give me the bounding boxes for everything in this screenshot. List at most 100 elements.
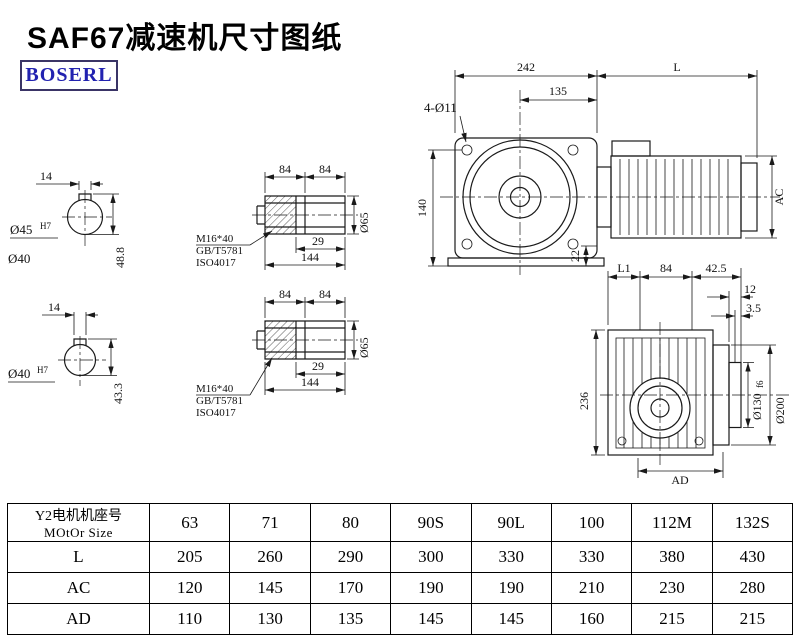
dim-29: 29: [312, 359, 324, 373]
output-shaft-top: 84 84 29 144 Ø65 M16*40 GB/T5781 ISO4017: [196, 162, 371, 270]
base-plate: [447, 257, 605, 267]
table-cell: 380: [631, 541, 713, 573]
table-cell: 132S: [711, 503, 794, 542]
dim-22: 22: [568, 250, 582, 262]
dim-key-width: 14: [40, 169, 52, 183]
centerlines: [58, 336, 106, 386]
bolt-standard: GB/T5781: [196, 395, 243, 407]
leader-line: [249, 230, 273, 246]
centerlines: [600, 322, 790, 465]
bore-label: Ø40: [8, 366, 30, 381]
dim-144: 144: [301, 250, 319, 264]
bore-tolerance: H7: [40, 221, 51, 231]
bolt-spec: M16*40: [196, 383, 234, 395]
page-title: SAF67减速机尺寸图纸: [27, 22, 343, 55]
motor-size-label-en: MOtOr Size: [44, 524, 113, 540]
brand-logo: BOSERL: [20, 60, 118, 91]
table-cell: 63: [148, 503, 231, 542]
leader-line: [249, 357, 273, 396]
extension-lines: [8, 312, 117, 383]
dim-84-left: 84: [279, 287, 291, 301]
table-cell: 280: [711, 572, 794, 604]
row-label: L: [7, 541, 150, 573]
table-cell: 170: [309, 572, 392, 604]
bolt-iso: ISO4017: [196, 407, 236, 419]
dim-84: 84: [660, 261, 672, 275]
table-row-AC: AC 120 145 170 190 190 210 230 280: [7, 572, 794, 604]
dim-diameter-65: Ø65: [357, 337, 371, 358]
extension-lines: [428, 70, 777, 267]
dim-236: 236: [577, 392, 591, 410]
dim-84-right: 84: [319, 162, 331, 176]
table-cell: 190: [470, 572, 552, 604]
output-shaft-bottom: 84 84 29 144 Ø65 M16*40 GB/T5781 ISO4017: [196, 287, 371, 419]
table-cell: 260: [229, 541, 311, 573]
dim-key-depth: 48.8: [113, 247, 127, 268]
shaft-section-bottom: 14 Ø40 H7 43.3: [8, 300, 125, 404]
centerlines: [440, 90, 780, 275]
dim-3-5: 3.5: [746, 301, 761, 315]
label-4-holes: 4-Ø11: [424, 100, 457, 115]
table-row-L: L 205 260 290 300 330 330 380 430: [7, 541, 794, 573]
side-view: L1 84 42.5 12 3.5 236 Ø130 f6 Ø200 AD: [577, 261, 790, 487]
table-cell: 100: [550, 503, 633, 542]
dim-AC: AC: [772, 189, 786, 206]
shaft-label: Ø40: [8, 251, 30, 266]
housing-side-inner: [615, 337, 706, 449]
table-cell: 330: [470, 541, 552, 573]
motor-size-header-cell: Y2电机机座号 MOtOr Size: [7, 503, 150, 542]
table-cell: 330: [550, 541, 633, 573]
table-cell: 300: [390, 541, 472, 573]
dim-144: 144: [301, 375, 319, 389]
table-cell: 90S: [390, 503, 472, 542]
table-cell: 210: [550, 572, 633, 604]
table-cell: 290: [309, 541, 392, 573]
table-cell: 112M: [631, 503, 713, 542]
front-view: 242 L 135 4-Ø11 140 22 AC: [415, 60, 786, 275]
motor-size-label-cn: Y2电机机座号: [34, 508, 123, 524]
table-cell: 80: [309, 503, 392, 542]
row-label: AC: [7, 572, 150, 604]
table-cell: 130: [229, 603, 311, 635]
bolt-hole: [694, 436, 704, 446]
shaft-section-top: 14 Ø45 H7 48.8 Ø40: [8, 169, 127, 268]
table-cell: 145: [229, 572, 311, 604]
dim-L1: L1: [617, 261, 630, 275]
dim-diameter-65: Ø65: [357, 212, 371, 233]
bolt-iso: ISO4017: [196, 257, 236, 269]
dim-12: 12: [744, 282, 756, 296]
table-cell: 71: [229, 503, 311, 542]
bolt-hole: [461, 238, 473, 250]
table-cell: 145: [390, 603, 472, 635]
shaft-circle: [637, 385, 683, 431]
motor-size-table: Y2电机机座号 MOtOr Size 63 71 80 90S 90L 100 …: [7, 503, 794, 635]
bolt-standard: GB/T5781: [196, 245, 243, 257]
bore-tolerance: H7: [37, 365, 48, 375]
dim-key-width: 14: [48, 300, 60, 314]
dim-AD: AD: [671, 473, 689, 487]
technical-drawing: 242 L 135 4-Ø11 140 22 AC 14 Ø45 H7 48.8…: [8, 60, 790, 487]
dim-84-right: 84: [319, 287, 331, 301]
dim-diameter-200: Ø200: [773, 397, 787, 424]
terminal-box: [611, 140, 651, 157]
table-cell: 120: [148, 572, 231, 604]
table-cell: 205: [148, 541, 231, 573]
brand-text: BOSERL: [25, 64, 113, 86]
centerlines: [62, 190, 112, 246]
dim-135: 135: [549, 84, 567, 98]
table-cell: 230: [631, 572, 713, 604]
table-cell: 90L: [470, 503, 552, 542]
table-cell: 160: [550, 603, 633, 635]
dim-29: 29: [312, 234, 324, 248]
dim-diameter-130-tol: f6: [755, 380, 765, 388]
table-header-row: Y2电机机座号 MOtOr Size 63 71 80 90S 90L 100 …: [7, 503, 794, 542]
dim-L: L: [673, 60, 680, 74]
bolt-hole: [461, 144, 473, 156]
dim-242: 242: [517, 60, 535, 74]
dim-diameter-130: Ø130: [750, 393, 764, 420]
dim-42-5: 42.5: [706, 261, 727, 275]
table-cell: 215: [711, 603, 794, 635]
table-row-AD: AD 110 130 135 145 145 160 215 215: [7, 603, 794, 635]
leader-line: [459, 115, 467, 143]
